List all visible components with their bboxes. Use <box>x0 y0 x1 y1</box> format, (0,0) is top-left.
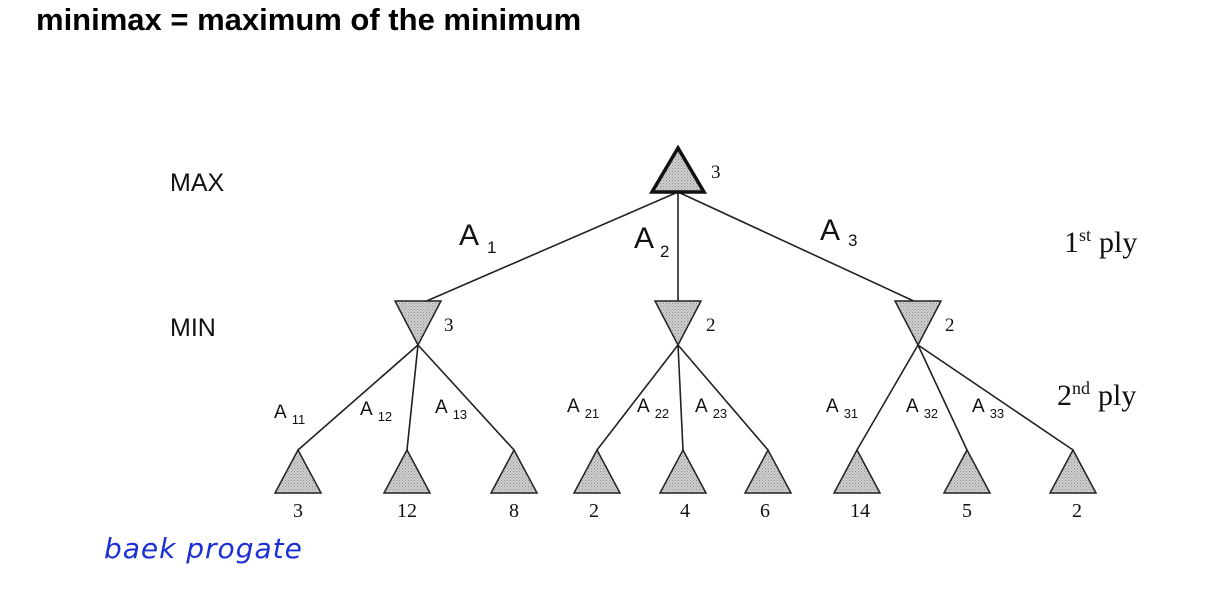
move-label-a31: A 31 <box>826 396 858 421</box>
move-a2-letter: A <box>634 222 654 255</box>
move-a3-sub: 3 <box>848 231 857 250</box>
move-a31-letter: A <box>826 396 839 417</box>
move-a11-sub: 11 <box>292 412 306 427</box>
leaf-node-6 <box>743 448 793 494</box>
move-a21-letter: A <box>567 396 580 417</box>
move-label-a13: A 13 <box>435 397 467 422</box>
move-a33-letter: A <box>972 396 985 417</box>
edge-a13 <box>417 344 515 451</box>
ply-second-suffix: nd <box>1072 378 1090 398</box>
edge-a32 <box>917 344 968 451</box>
move-label-a12: A 12 <box>360 399 392 424</box>
handwritten-annotation: baek progate <box>104 532 303 565</box>
leaf-value-4: 2 <box>589 500 599 522</box>
move-a12-letter: A <box>360 399 373 420</box>
edge-a1 <box>421 191 679 304</box>
min-node-3 <box>893 300 943 347</box>
leaf-node-7 <box>832 448 882 494</box>
min-value-1: 3 <box>444 315 454 336</box>
root-value: 3 <box>711 162 721 183</box>
move-a21-sub: 21 <box>585 406 599 421</box>
move-a22-letter: A <box>637 396 650 417</box>
leaf-value-2: 12 <box>397 500 417 522</box>
edge-a22 <box>677 344 684 451</box>
level-label-max: MAX <box>170 169 225 197</box>
edge-a21 <box>596 344 679 451</box>
leaf-value-9: 2 <box>1072 500 1082 522</box>
min-value-3: 2 <box>945 315 955 336</box>
move-a23-sub: 23 <box>713 406 727 421</box>
move-a3-letter: A <box>820 214 840 247</box>
move-a1-letter: A <box>459 219 479 252</box>
move-label-a11: A 11 <box>274 402 305 427</box>
edge-a11 <box>297 344 419 451</box>
move-a32-letter: A <box>906 396 919 417</box>
ply-first-number: 1 <box>1064 226 1079 259</box>
root-max-node <box>648 144 708 194</box>
edge-a31 <box>856 344 919 451</box>
ply-first-word: ply <box>1099 226 1137 259</box>
move-a23-letter: A <box>695 396 708 417</box>
move-a31-sub: 31 <box>844 406 858 421</box>
move-a11-letter: A <box>274 402 287 423</box>
move-a32-sub: 32 <box>924 406 938 421</box>
move-a2-sub: 2 <box>660 242 669 261</box>
leaf-value-1: 3 <box>293 500 303 522</box>
move-label-a21: A 21 <box>567 396 599 421</box>
min-value-2: 2 <box>706 315 716 336</box>
leaf-node-9 <box>1048 448 1098 494</box>
move-label-a23: A 23 <box>695 396 727 421</box>
move-a22-sub: 22 <box>655 406 669 421</box>
ply-second-number: 2 <box>1057 379 1072 412</box>
move-a1-sub: 1 <box>487 238 496 257</box>
move-label-a33: A 33 <box>972 396 1004 421</box>
min-node-2 <box>653 300 703 347</box>
leaf-value-3: 8 <box>509 500 519 522</box>
move-a12-sub: 12 <box>378 409 392 424</box>
move-label-a32: A 32 <box>906 396 938 421</box>
leaf-node-3 <box>489 448 539 494</box>
leaf-node-2 <box>382 448 432 494</box>
leaf-value-8: 5 <box>962 500 972 522</box>
leaf-node-8 <box>942 448 992 494</box>
leaf-value-6: 6 <box>760 500 770 522</box>
ply-first-suffix: st <box>1079 225 1091 245</box>
leaf-node-1 <box>273 448 323 494</box>
edge-a23 <box>677 344 769 451</box>
move-a13-letter: A <box>435 397 448 418</box>
edge-a12 <box>406 344 419 451</box>
leaf-node-4 <box>572 448 622 494</box>
page-title: minimax = maximum of the minimum <box>36 2 582 37</box>
level-label-min: MIN <box>170 314 216 342</box>
ply-second-word: ply <box>1098 379 1136 412</box>
leaf-node-5 <box>658 448 708 494</box>
edge-a33 <box>917 344 1074 451</box>
move-a13-sub: 13 <box>453 407 467 422</box>
move-a33-sub: 33 <box>990 406 1004 421</box>
move-label-a22: A 22 <box>637 396 669 421</box>
leaf-value-5: 4 <box>680 500 690 522</box>
edge-a3 <box>677 191 919 304</box>
leaf-value-7: 14 <box>850 500 870 522</box>
min-node-1 <box>393 300 443 347</box>
